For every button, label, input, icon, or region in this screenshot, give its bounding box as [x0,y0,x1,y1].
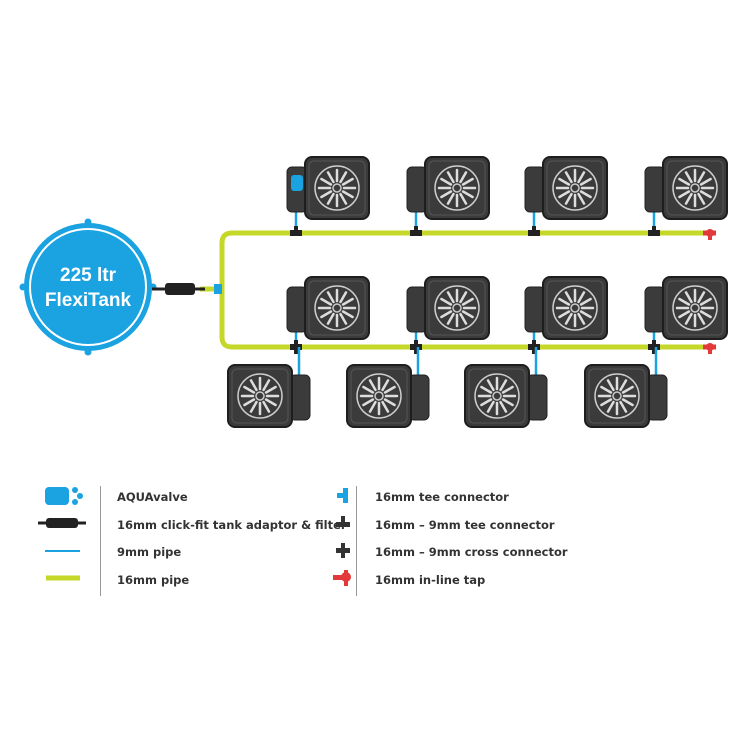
pot [644,156,728,233]
tee-connector-16-9-icon [336,516,350,527]
legend-item: 16mm click-fit tank adaptor & filter [117,517,347,532]
pot [524,156,608,233]
tank-name: FlexiTank [45,290,132,311]
legend-right: 16mm tee connector 16mm – 9mm tee connec… [375,485,568,595]
inline-tap-bottom [703,343,716,354]
legend-item: 16mm – 9mm cross connector [375,545,568,559]
pot [464,347,548,428]
legend-icons [38,487,351,586]
pot [346,347,430,428]
tank-adaptor-filter [152,283,222,295]
pot [286,156,370,233]
cross-connector [528,340,540,354]
legend-item: 16mm – 9mm tee connector [375,517,555,532]
aquavalve [291,175,303,191]
legend-divider-left [100,486,101,596]
tee-connector [290,226,302,236]
legend-item: AQUAvalve [117,490,188,504]
legend-item: 16mm tee connector [375,490,509,504]
pot [584,347,668,428]
pot [286,276,370,347]
cross-connector [648,340,660,354]
pot [406,276,490,347]
legend-item: 9mm pipe [117,545,182,559]
pot [227,347,311,428]
tank: 225 ltr FlexiTank [19,218,157,356]
cross-connector [410,340,422,354]
cross-connector-icon [336,543,350,558]
pot [406,156,490,233]
legend-left: AQUAvalve 16mm click-fit tank adaptor & … [117,485,347,595]
pot [524,276,608,347]
pot [644,276,728,347]
legend-divider-right [356,486,357,596]
inline-tap-top [703,229,716,240]
tee-connector [410,226,422,236]
cross-connector [290,340,302,354]
legend-item: 16mm pipe [117,572,190,587]
inline-tap-icon [333,570,351,586]
tee-connector [528,226,540,236]
aquavalve-icon [45,487,69,505]
tee-connector-icon [337,488,348,503]
tank-volume: 225 ltr [60,265,117,286]
legend-item: 16mm in-line tap [375,572,486,587]
tank-adaptor-filter-icon [38,518,86,528]
tee-connector [648,226,660,236]
